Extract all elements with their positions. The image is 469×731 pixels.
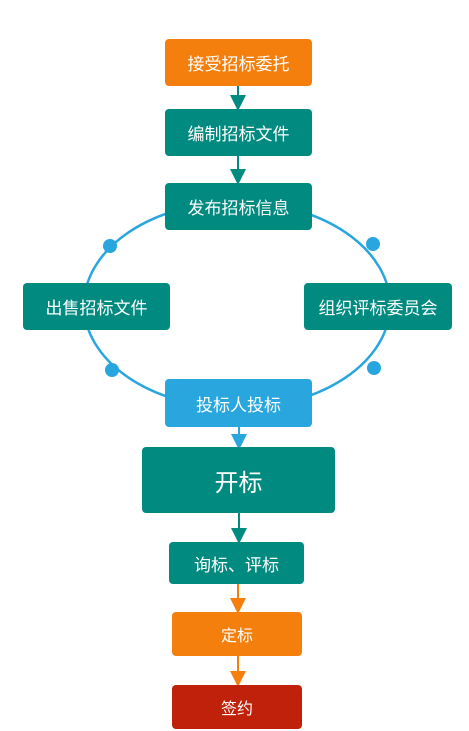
step-sell-documents: 出售招标文件 (23, 283, 170, 330)
step-sign-contract: 签约 (172, 685, 302, 729)
step-organize-committee: 组织评标委员会 (304, 283, 452, 330)
step-accept-tender: 接受招标委托 (165, 39, 312, 86)
ring-dot-lower-right (367, 361, 381, 375)
step-bidders-bid: 投标人投标 (165, 379, 312, 427)
step-bid-opening: 开标 (142, 447, 335, 513)
ring-dot-upper-left (103, 239, 117, 253)
ring-dot-upper-right (366, 237, 380, 251)
step-publish-notice: 发布招标信息 (165, 183, 312, 230)
step-award: 定标 (172, 612, 302, 656)
ring-dot-lower-left (105, 363, 119, 377)
step-compile-documents: 编制招标文件 (165, 109, 312, 156)
step-inquiry-evaluation: 询标、评标 (169, 542, 304, 584)
